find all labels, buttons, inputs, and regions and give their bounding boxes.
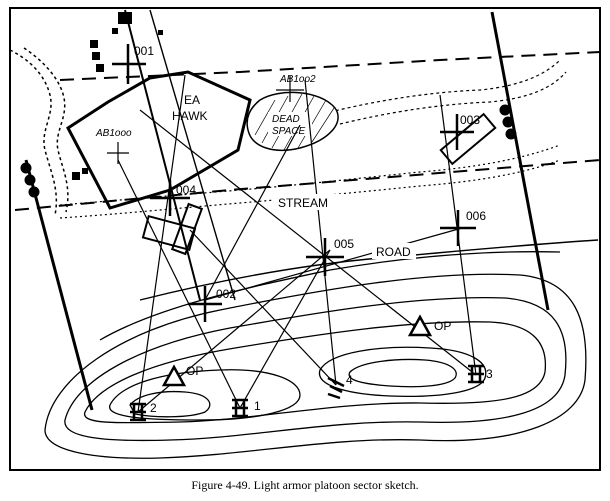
engagement-area-line2: HAWK: [172, 109, 208, 123]
op-label-left: OP: [186, 364, 203, 378]
trp-crosses: [112, 44, 476, 322]
phase-line-dashed-top: [59, 51, 601, 81]
road-left-edge: [23, 47, 69, 213]
phase-line-dashed: [14, 159, 601, 211]
trp-label-005: 005: [334, 237, 354, 251]
figure-caption: Figure 4-49. Light armor platoon sector …: [191, 478, 419, 492]
dead-space-line2: SPACE: [272, 126, 305, 137]
grid-reference-cross-top: [276, 76, 304, 102]
vehicle-label-3: 3: [486, 367, 493, 381]
grid-label-left: AB1ooo: [95, 128, 132, 139]
road-top-right-edge: [339, 71, 567, 125]
vehicle-position-1: [232, 398, 248, 418]
contour-lines: [44, 251, 587, 459]
op-triangle-left: [161, 364, 187, 387]
vehicle-position-4: [327, 376, 345, 400]
map-border: [9, 7, 601, 471]
road-left: [9, 49, 58, 216]
trp-label-003: 003: [460, 113, 480, 127]
trp-label-004: 004: [176, 183, 196, 197]
road-label: ROAD: [376, 245, 411, 259]
sector-sketch-map: EA HAWK AB1ooo DEAD SPACE AB1oo2: [9, 7, 601, 471]
trp-label-001: 001: [134, 44, 154, 58]
grid-label-top: AB1oo2: [279, 74, 316, 85]
dead-space-line1: DEAD: [272, 114, 300, 125]
trp-label-002: 002: [216, 287, 236, 301]
trp-label-006: 006: [466, 209, 486, 223]
vehicle-label-4: 4: [346, 373, 353, 387]
engagement-area-hawk: [66, 70, 252, 210]
stream-label: STREAM: [278, 196, 328, 210]
op-label-right: OP: [434, 319, 451, 333]
lateral-boundaries: [20, 11, 550, 411]
engagement-area-line1: EA: [184, 93, 200, 107]
op-triangle-right: [407, 314, 433, 337]
vehicle-position-3: [468, 364, 484, 384]
stream-line-edge: [59, 159, 561, 219]
vehicle-label-1: 1: [254, 399, 261, 413]
vehicle-position-2: [130, 402, 146, 422]
vehicle-label-2: 2: [150, 401, 157, 415]
road-top-right: [329, 59, 561, 113]
